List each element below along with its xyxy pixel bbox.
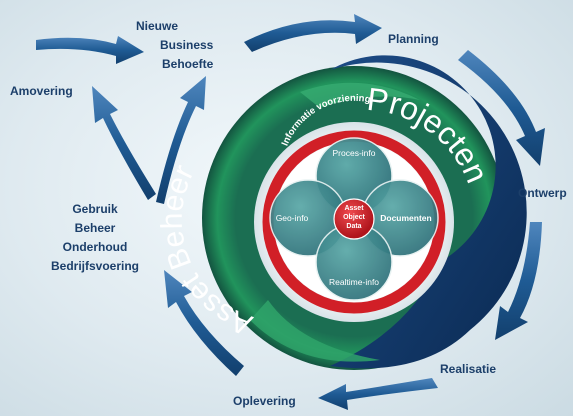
arrow-top-left xyxy=(36,36,144,64)
geo-info-label: Geo-info xyxy=(276,213,309,223)
label-oplevering: Oplevering xyxy=(233,394,296,408)
center-line3: Data xyxy=(346,223,361,230)
arrow-right-bottom xyxy=(495,222,542,340)
label-business: Business xyxy=(160,38,214,52)
center-red-circle xyxy=(333,198,375,240)
label-behoefte: Behoefte xyxy=(162,57,214,71)
arrow-top xyxy=(244,14,382,52)
informatie-red-ring xyxy=(262,130,446,314)
realtime-info-label: Realtime-info xyxy=(329,277,379,287)
navy-swoosh xyxy=(330,55,527,369)
label-planning: Planning xyxy=(388,32,439,46)
green-swirl-top xyxy=(300,82,420,108)
label-amovering: Amovering xyxy=(10,84,73,98)
label-bedrijfsvoering: Bedrijfsvoering xyxy=(50,259,140,273)
label-onderhoud: Onderhoud xyxy=(62,240,128,254)
label-realisatie: Realisatie xyxy=(440,362,497,376)
proces-info-label: Proces-info xyxy=(333,148,376,158)
green-swirl xyxy=(250,300,380,362)
arrow-left-bottom xyxy=(164,270,244,376)
label-gebruik: Gebruik xyxy=(72,202,118,216)
center-line2: Object xyxy=(343,214,365,221)
label-beheer: Beheer xyxy=(74,221,116,235)
arrow-left-up xyxy=(92,86,156,200)
main-ring: Asset Beheer Projecten Informatie voorzi… xyxy=(156,55,527,370)
documenten-label: Documenten xyxy=(380,213,431,223)
arrow-right-top xyxy=(458,50,545,166)
label-nieuwe: Nieuwe xyxy=(136,19,179,33)
center-line1: Asset xyxy=(344,205,364,212)
cycle-arrows xyxy=(36,14,545,410)
label-ontwerp: Ontwerp xyxy=(518,186,567,200)
arrow-bottom xyxy=(318,378,438,410)
arrow-gebruik-to-nieuwe xyxy=(156,76,206,204)
